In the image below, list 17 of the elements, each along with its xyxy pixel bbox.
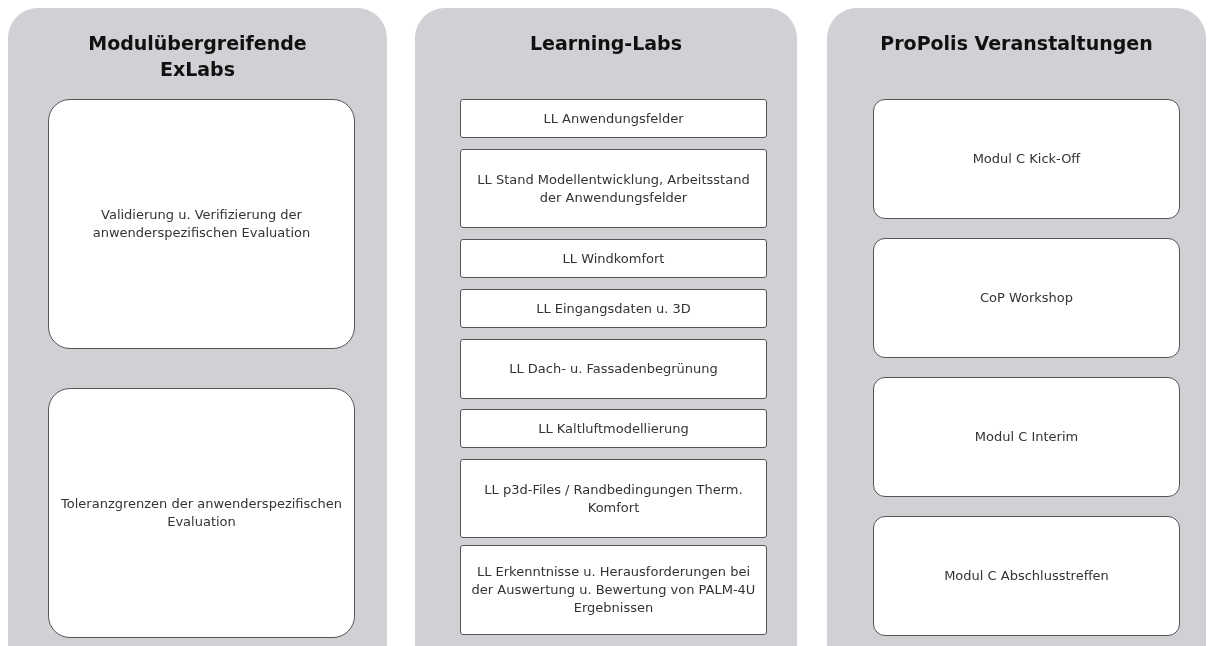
label-box: LL Erkenntnisse u. Herausforderungen bei der Auswertung u. Bewertung von PALM-4U Ergebnissen [460,545,767,635]
card: Modul C Interim [873,377,1180,497]
label-box: LL Windkomfort [460,239,767,278]
panel-heading: Modulübergreifende ExLabs [87,31,308,82]
card: Validierung u. Verifizierung der anwenderspezifischen Evaluation [48,99,355,349]
label-box: LL Stand Modellentwicklung, Arbeitsstand der Anwendungsfelder [460,149,767,228]
panel-heading: ProPolis Veranstaltungen [879,31,1154,56]
label-box: LL Anwendungsfelder [460,99,767,138]
card: Toleranzgrenzen der anwenderspezifischen Evaluation [48,388,355,638]
card: Modul C Abschlusstreffen [873,516,1180,636]
label-box: LL Dach- u. Fassadenbegrünung [460,339,767,399]
card: CoP Workshop [873,238,1180,358]
label-box: LL p3d-Files / Randbedingungen Therm. Komfort [460,459,767,538]
panel-heading: Learning-Labs [528,31,684,56]
label-box: LL Eingangsdaten u. 3D [460,289,767,328]
card: Modul C Kick-Off [873,99,1180,219]
label-box: LL Kaltluftmodellierung [460,409,767,448]
